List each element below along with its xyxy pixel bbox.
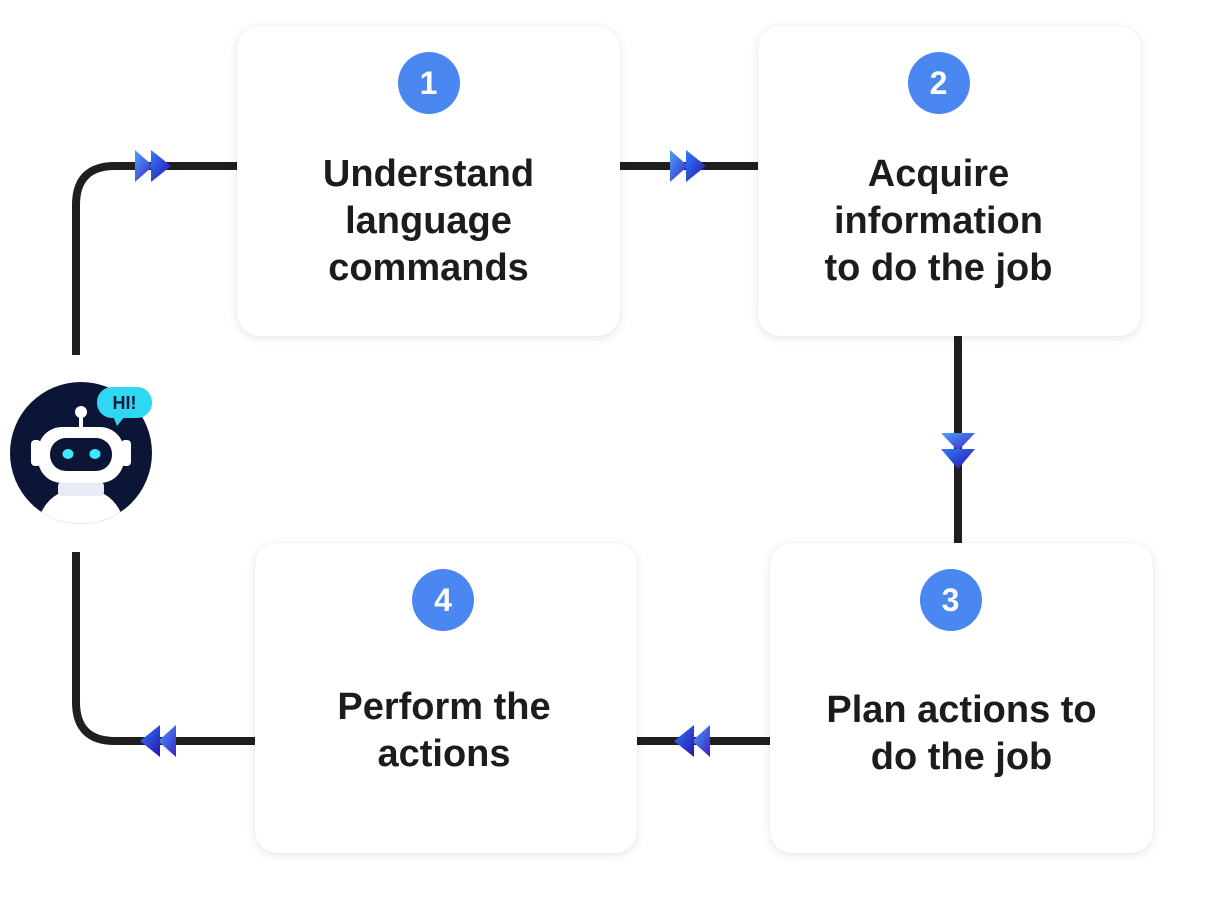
step-label-line: Understand	[322, 153, 535, 195]
step-label: Acquire information to do the job	[758, 151, 1119, 292]
speech-bubble	[97, 387, 152, 418]
step-label-line: commands	[328, 247, 529, 289]
step-number-badge: 4	[412, 569, 474, 631]
step-card-2: 2 Acquire information to do the job	[758, 26, 1141, 336]
step-label: Perform the actions	[255, 684, 633, 778]
step-label-line: do the job	[870, 736, 1053, 778]
step-label-line: Plan actions to	[826, 689, 1097, 731]
step-label-line: information	[834, 200, 1043, 242]
step-label-line: Perform the	[337, 686, 551, 728]
step-label-line: language	[345, 200, 512, 242]
arrow-down-icon	[941, 433, 975, 469]
step-label: Plan actions to do the job	[770, 687, 1153, 781]
step-card-4: 4 Perform the actions	[255, 543, 637, 853]
arrow-left-icon	[674, 725, 710, 757]
step-label-line: actions	[377, 733, 511, 775]
robot-avatar: HI!	[10, 382, 152, 524]
step-number-badge: 3	[919, 569, 982, 631]
connector-step4-to-robot	[72, 552, 255, 745]
arrow-left-icon	[140, 725, 176, 757]
step-card-3: 3 Plan actions to do the job	[770, 543, 1153, 853]
step-label-line: Acquire	[867, 153, 1010, 195]
step-number-badge: 1	[397, 52, 460, 114]
step-card-1: 1 Understand language commands	[237, 26, 620, 336]
arrow-right-icon	[135, 150, 171, 182]
arrow-right-icon	[670, 150, 706, 182]
speech-bubble-text: HI!	[113, 393, 137, 413]
step-label-line: to do the job	[824, 247, 1053, 289]
step-label: Understand language commands	[247, 151, 610, 292]
step-number-badge: 2	[907, 52, 970, 114]
connector-robot-to-step1	[72, 162, 237, 355]
